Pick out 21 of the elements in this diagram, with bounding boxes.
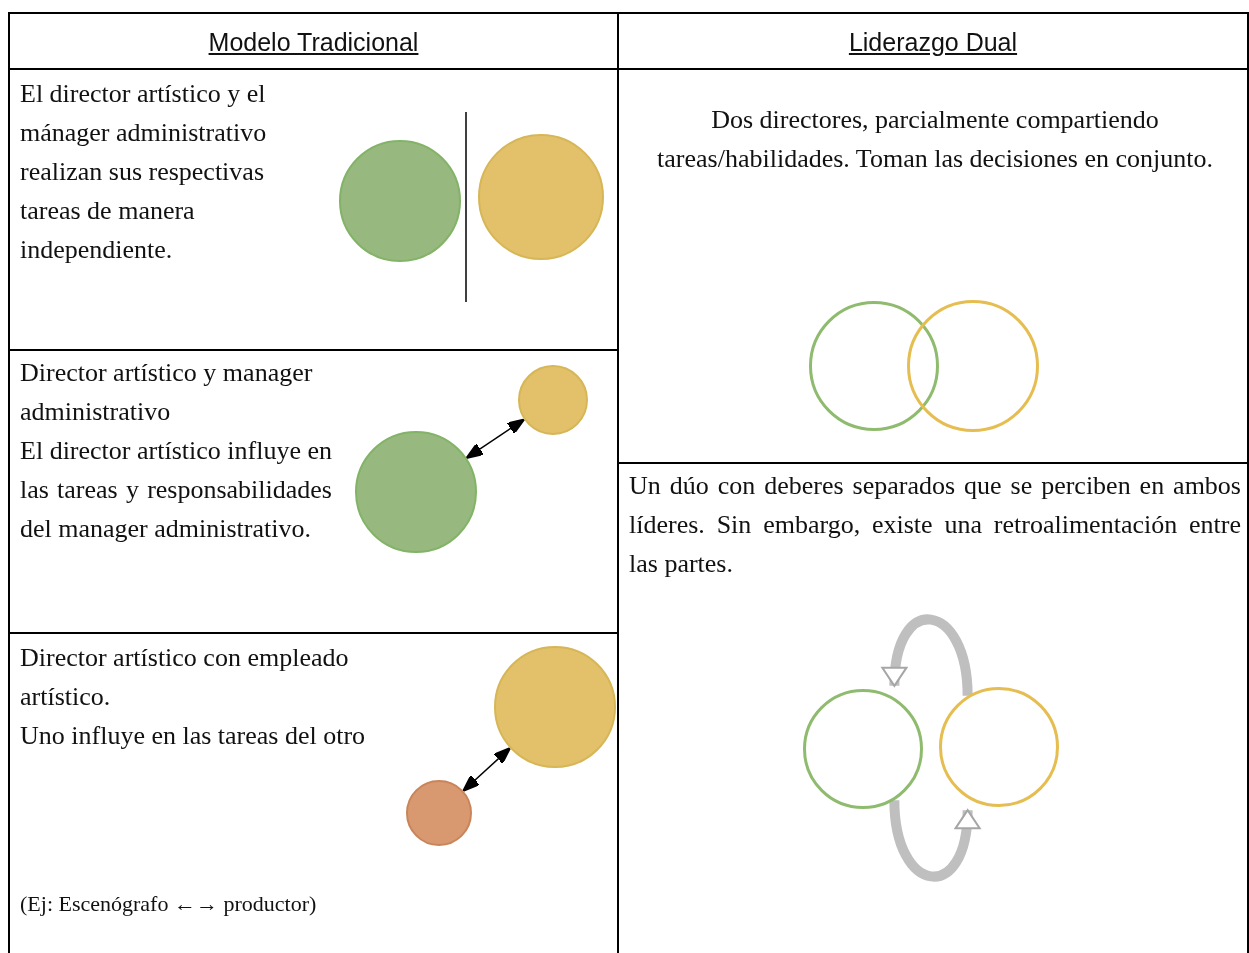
double-arrow — [462, 747, 511, 792]
column-header: Modelo Tradicional — [207, 27, 420, 58]
cell-text: El director artístico y el mánager administrativo realizan sus respectivas tareas de manera independiente. — [20, 78, 268, 266]
header-cell — [8, 12, 619, 70]
cell-text: Dos directores, parcialmente compartiendo tareas/habilidades. Toman las decisiones en conjunto. — [656, 104, 1214, 175]
cell-text: (Ej: Escenógrafo ←→ productor) — [20, 890, 318, 918]
ring-circle — [907, 300, 1039, 432]
cell-text: Un dúo con deberes separados que se perciben en ambos líderes. Sin embargo, existe una retroalimentación entre las partes. — [629, 470, 1241, 580]
column-header: Liderazgo Dual — [847, 27, 1019, 58]
header-cell — [617, 12, 1249, 70]
curved-arrow — [889, 799, 980, 882]
ring-circle — [939, 687, 1059, 807]
cell-text: Director artístico y manager administrativo — [20, 357, 314, 428]
curved-arrow — [882, 614, 973, 697]
double-arrow — [465, 418, 525, 459]
cell-text: Uno influye en las tareas del otro — [20, 720, 367, 752]
cell-text: Director artístico con empleado artístico. — [20, 642, 350, 713]
table-cell — [8, 632, 619, 953]
cell-text: El director artístico influye en las tareas y responsabilidades del manager administrativo. — [20, 435, 332, 545]
ring-circle — [803, 689, 923, 809]
ring-circle — [809, 301, 939, 431]
